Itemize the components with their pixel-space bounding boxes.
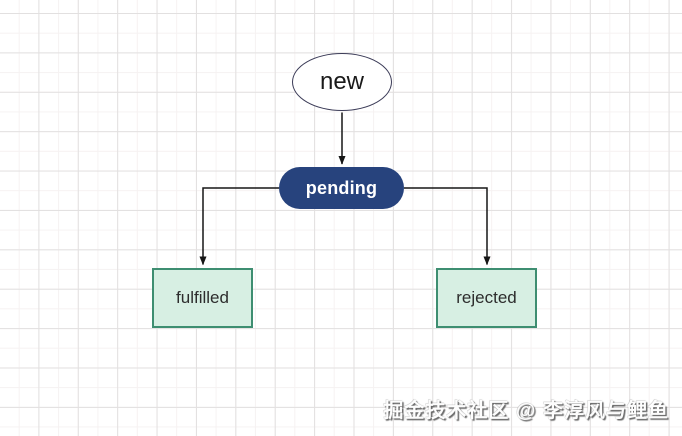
node-new: new [292,53,392,111]
edge-pending-to-fulfilled [199,187,279,266]
watermark-text: 掘金技术社区 @ 李淳风与鲤鱼 [383,400,669,422]
node-fulfilled-label: fulfilled [176,288,229,307]
node-pending-label: pending [305,177,378,198]
node-new-label: new [319,68,365,95]
node-pending: pending [279,167,404,209]
node-rejected-label: rejected [456,288,517,307]
node-rejected: rejected [436,268,537,328]
edge-pending-to-rejected [404,187,491,266]
node-fulfilled: fulfilled [152,268,253,328]
